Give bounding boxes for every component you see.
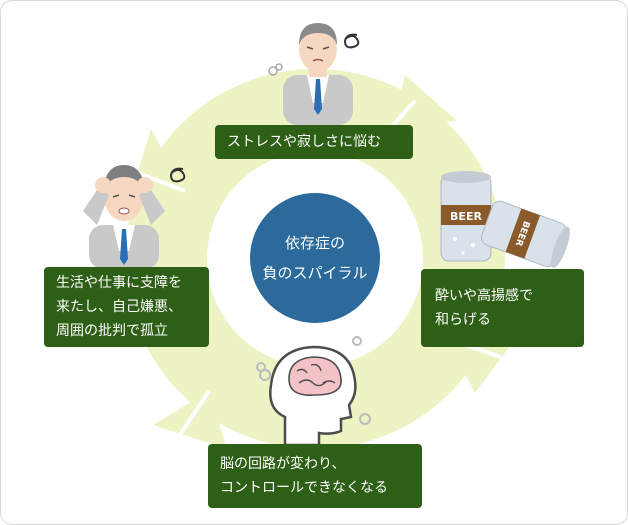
step-relief-line-2: 和らげる: [435, 312, 491, 328]
can-label-1: BEER: [450, 210, 482, 223]
center-title-line-2: 負のスパイラル: [262, 264, 368, 282]
step-isolation-line-1: 生活や仕事に支障を: [56, 275, 182, 291]
step-stress-box: ストレスや寂しさに悩む: [215, 125, 413, 159]
worried-man-illustration: [268, 23, 360, 125]
arrow-head-top-right: [393, 75, 457, 125]
ring-divider-3: [175, 389, 211, 441]
step-brain-box: 脳の回路が変わり、 コントロールできなくなる: [208, 444, 422, 508]
step-brain-line-1: 脳の回路が変わり、: [220, 456, 346, 472]
step-brain-line-2: コントロールできなくなる: [220, 480, 388, 496]
ring-band: [125, 69, 505, 449]
beer-cans-illustration: BEER BEER: [440, 171, 570, 269]
distressed-man-illustration: [83, 165, 186, 269]
step-relief-line-1: 酔いや高揚感で: [435, 288, 533, 304]
center-title-line-1: 依存症の: [284, 234, 345, 252]
step-relief-box: 酔いや高揚感で 和らげる: [421, 269, 584, 347]
brain-head-illustration: [256, 336, 371, 445]
ring-divider-4: [132, 169, 186, 193]
step-stress-line-1: ストレスや寂しさに悩む: [227, 134, 381, 150]
ring-divider-1: [391, 99, 417, 127]
step-isolation-box: 生活や仕事に支障を 来たし、自己嫌悪、 周囲の批判で孤立: [44, 267, 209, 347]
step-isolation-line-3: 周囲の批判で孤立: [56, 323, 168, 339]
center-circle: 依存症の 負のスパイラル: [250, 193, 380, 323]
step-isolation-line-2: 来たし、自己嫌悪、: [56, 299, 182, 315]
